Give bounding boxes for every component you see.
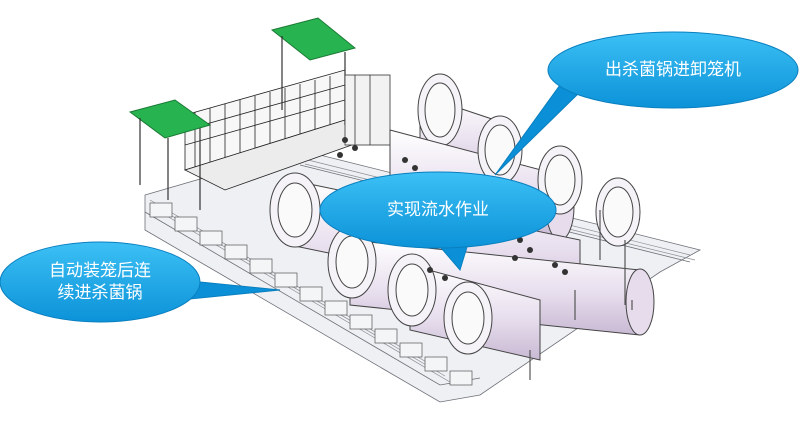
callout-left xyxy=(0,241,281,323)
loading-station xyxy=(128,17,391,210)
callout-top-right-text: 出杀菌锅进卸笼机 xyxy=(605,60,741,80)
callout-left-text: 自动装笼后连 续进杀菌锅 xyxy=(49,261,151,303)
retort-tank-5 xyxy=(387,253,541,361)
callout-center xyxy=(319,171,557,272)
callout-top-right xyxy=(494,31,799,176)
left-rail-boxes xyxy=(149,202,473,386)
valve-clusters xyxy=(337,137,568,281)
tank-legs xyxy=(529,210,633,380)
callout-center-text: 实现流水作业 xyxy=(387,200,489,220)
green-roof-left xyxy=(128,99,212,210)
rear-structure xyxy=(344,74,391,146)
